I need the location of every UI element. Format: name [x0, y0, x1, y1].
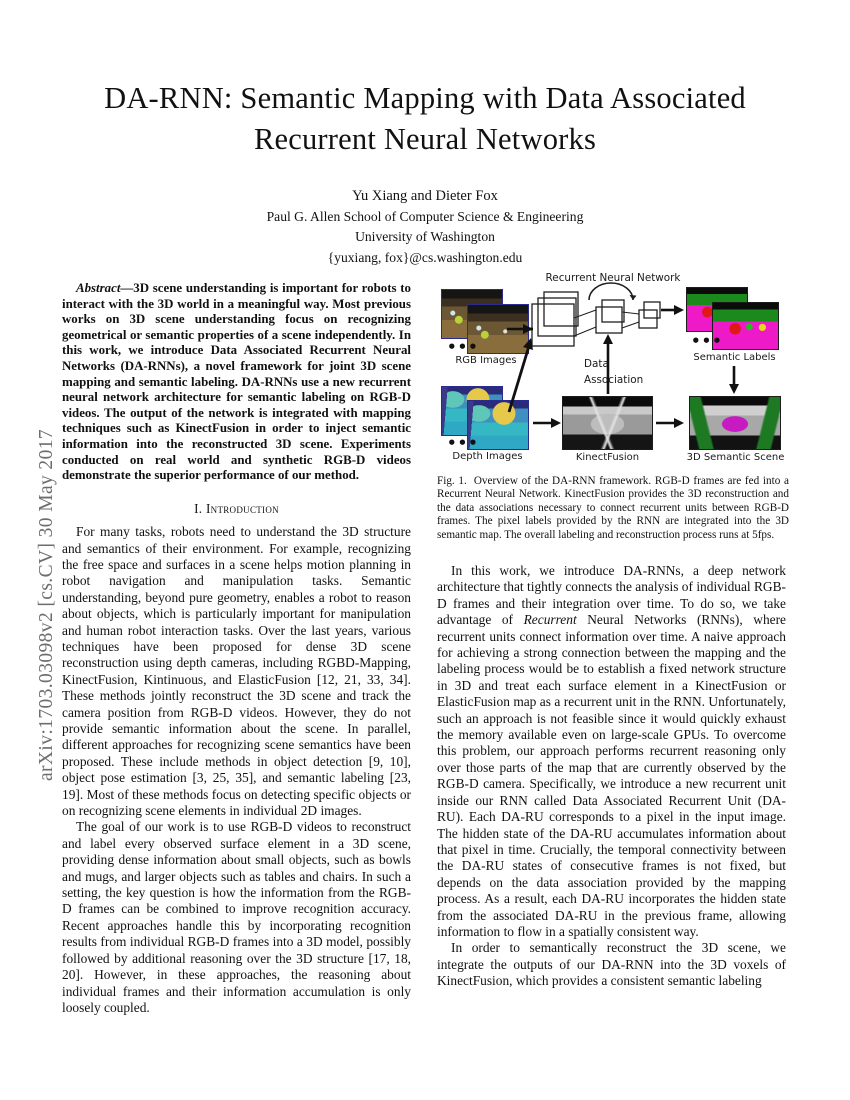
figure-label-depth-images: Depth Images	[452, 451, 523, 462]
right-column: In this work, we introduce DA-RNNs, a de…	[437, 563, 786, 990]
right-paragraph-1-b: Neural Networks (RNNs), where recurrent …	[437, 612, 786, 939]
figure-label-semantic-scene: 3D Semantic Scene	[686, 452, 785, 463]
section-heading-introduction: I. Introduction	[194, 500, 279, 516]
kinectfusion-render	[563, 397, 652, 449]
depth-image-thumb-front	[467, 400, 529, 450]
page-title: DA-RNN: Semantic Mapping with Data Assoc…	[62, 78, 788, 160]
semantic-label-thumb-front	[712, 302, 779, 350]
kinectfusion-thumb	[562, 396, 653, 450]
figure-1-diagram: Recurrent Neural Network ••• RGB Images …	[437, 272, 789, 468]
figure-label-data-association-line2: Association	[584, 374, 644, 386]
semantic-label-render-front	[713, 303, 778, 349]
figure-label-kinectfusion: KinectFusion	[575, 452, 640, 463]
figure-1: Recurrent Neural Network ••• RGB Images …	[437, 272, 789, 542]
intro-paragraph-1: For many tasks, robots need to understan…	[62, 524, 411, 819]
abstract-label: Abstract	[76, 281, 121, 295]
figure-label-data-association-line1: Data	[584, 358, 609, 370]
figure-label-semantic-labels: Semantic Labels	[693, 352, 776, 363]
author-university: University of Washington	[355, 229, 495, 244]
right-paragraph-1-a: In this work, we introduce DA-RNNs, a de…	[437, 563, 786, 628]
figure-1-caption: Fig. 1.Overview of the DA-RNN framework.…	[437, 475, 789, 542]
right-paragraph-1: In this work, we introduce DA-RNNs, a de…	[437, 563, 786, 940]
figure-label-rgb-images: RGB Images	[455, 355, 517, 366]
semantic-scene-thumb	[689, 396, 781, 450]
right-paragraph-2: In order to semantically reconstruct the…	[437, 940, 786, 989]
author-names: Yu Xiang and Dieter Fox	[352, 188, 498, 204]
author-affiliation: Paul G. Allen School of Computer Science…	[266, 208, 584, 224]
semantic-scene-render	[690, 397, 780, 449]
figure-network-svg	[507, 282, 739, 428]
intro-paragraph-2: The goal of our work is to use RGB-D vid…	[62, 819, 411, 1015]
title-block: DA-RNN: Semantic Mapping with Data Assoc…	[62, 78, 788, 268]
abstract-paragraph: Abstract—3D scene understanding is impor…	[62, 281, 411, 484]
right-paragraph-1-italic: Recurrent	[523, 612, 577, 628]
figure-1-caption-text: Overview of the DA-RNN framework. RGB-D …	[437, 475, 789, 541]
left-column: Abstract—3D scene understanding is impor…	[62, 281, 411, 1016]
author-block: Yu Xiang and Dieter Fox Paul G. Allen Sc…	[62, 186, 788, 268]
page-title-line1: DA-RNN: Semantic Mapping with Data Assoc…	[104, 81, 746, 115]
figure-1-label: Fig. 1.	[437, 475, 467, 487]
depth-image-render-front	[468, 401, 528, 449]
arxiv-stamp: arXiv:1703.03098v2 [cs.CV] 30 May 2017	[36, 428, 57, 782]
abstract-text: 3D scene understanding is important for …	[62, 281, 411, 483]
abstract-dash: —	[120, 281, 134, 295]
page-title-line2: Recurrent Neural Networks	[253, 122, 597, 156]
figure-label-rnn-title: Recurrent Neural Network	[545, 272, 681, 284]
author-email: {yuxiang, fox}@cs.washington.edu	[327, 249, 523, 265]
